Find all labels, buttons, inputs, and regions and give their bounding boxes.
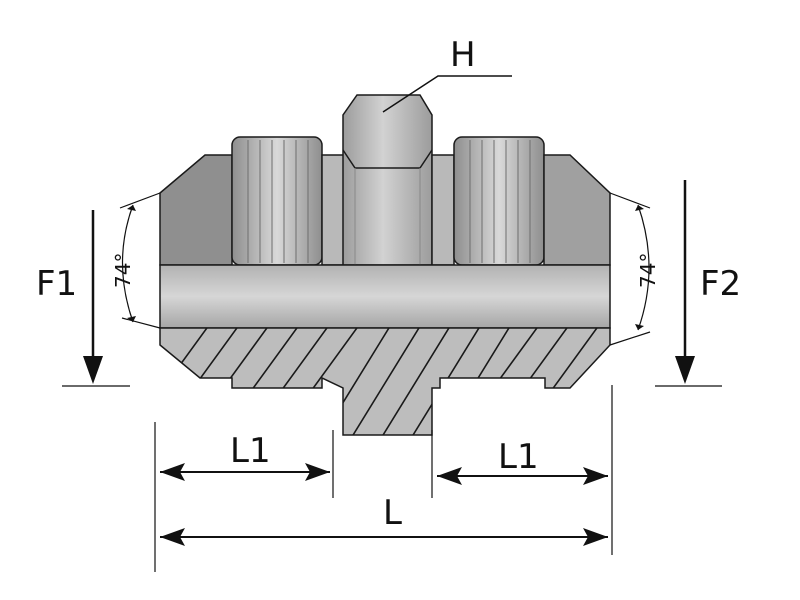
right-flare	[543, 154, 611, 266]
dimensions	[154, 385, 613, 572]
left-thread-grooves	[247, 140, 309, 263]
length-total-label: L	[383, 493, 402, 533]
length-l1-right-label: L1	[498, 437, 539, 477]
fitting-exterior	[159, 94, 611, 266]
section-view	[159, 327, 611, 436]
right-thread-grooves	[469, 140, 531, 263]
force-f2-label: F2	[700, 264, 741, 304]
left-angle-annotation: 74°	[111, 192, 161, 329]
hex-nut	[342, 94, 433, 266]
left-flare	[159, 154, 233, 266]
right-angle-label: 74°	[636, 253, 660, 288]
force-f1-label: F1	[36, 264, 77, 304]
left-neck	[321, 154, 346, 266]
hex-label: H	[450, 35, 476, 75]
hex-leader-line	[382, 75, 512, 113]
length-l1-left-label: L1	[230, 431, 271, 471]
force-f1: F1	[36, 210, 130, 387]
bore	[159, 264, 611, 329]
force-f2: F2	[655, 180, 741, 387]
left-angle-label: 74°	[111, 253, 135, 288]
right-angle-annotation: 74°	[609, 192, 660, 346]
right-neck	[431, 154, 455, 266]
